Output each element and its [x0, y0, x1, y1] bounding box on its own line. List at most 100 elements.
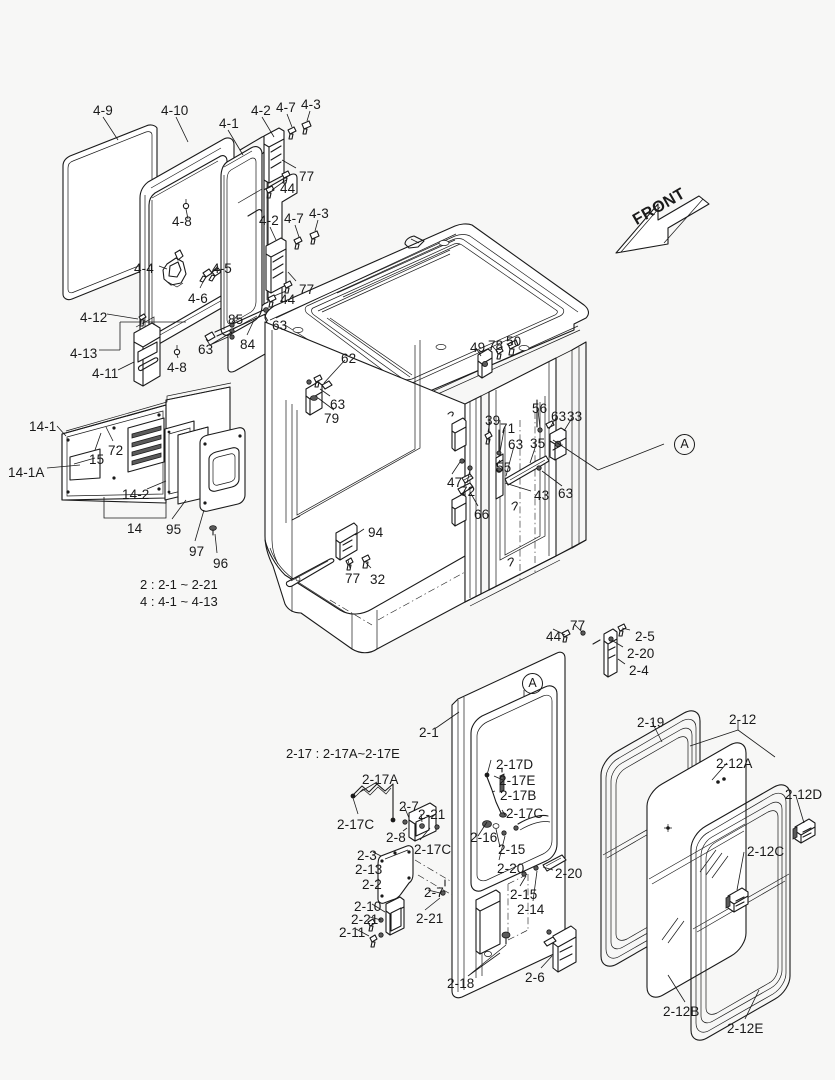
part-94-plate	[335, 522, 371, 571]
callout-44: 44	[280, 181, 296, 196]
section-marker-a-door: A	[522, 673, 543, 694]
callout-43: 43	[534, 488, 550, 503]
callout-55: 55	[496, 460, 512, 475]
callout-2-6: 2-6	[525, 970, 545, 985]
callout-2-12e: 2-12E	[727, 1021, 764, 1036]
callout-33: 33	[567, 409, 583, 424]
callout-2-7: 2-7	[424, 885, 444, 900]
part-2-7-lower	[414, 859, 453, 896]
callout-2-17b: 2-17B	[500, 788, 537, 803]
leader-lines	[46, 110, 805, 1020]
callout-77: 77	[570, 618, 586, 633]
part-97-cover	[199, 427, 246, 512]
part-2-4-bracket	[561, 623, 627, 678]
part-2-1-door	[451, 651, 577, 999]
callout-2-20: 2-20	[497, 861, 525, 876]
part-2-10-block	[367, 896, 405, 948]
part-2-8-block	[402, 802, 440, 842]
callout-4-7: 4-7	[276, 100, 296, 115]
callout-95: 95	[166, 522, 182, 537]
front-arrow	[615, 195, 710, 254]
callout-2-21: 2-21	[416, 911, 444, 926]
part-4-2-hinge-lower	[265, 230, 320, 308]
section-marker-a-right: A	[674, 434, 695, 455]
callout-77: 77	[345, 571, 361, 586]
callout-14-1: 14-1	[29, 419, 57, 434]
part-4-11-lock-assembly	[133, 313, 161, 387]
callout-14: 14	[127, 521, 143, 536]
callout-2-3: 2-3	[357, 848, 377, 863]
callout-2-13: 2-13	[355, 862, 383, 877]
callout-47: 47	[447, 475, 463, 490]
part-33-latch-group	[447, 399, 567, 567]
callout-2-4: 2-4	[629, 663, 649, 678]
callout-4-3: 4-3	[301, 97, 321, 112]
part-96-screw	[209, 525, 217, 536]
callout-4-4: 4-4	[134, 261, 154, 276]
callout-63: 63	[330, 397, 346, 412]
callout-66: 66	[474, 507, 490, 522]
callout-2-17e: 2-17E	[499, 773, 536, 788]
part-4-10-seal-frame	[139, 137, 235, 351]
callout-2-15: 2-15	[510, 887, 538, 902]
callout-4-11: 4-11	[92, 366, 119, 381]
part-84-85-rod	[204, 307, 271, 342]
callout-63: 63	[198, 342, 214, 357]
part-2-6-striker	[543, 925, 577, 973]
callout-2-14: 2-14	[517, 902, 545, 917]
part-79-latch	[305, 374, 333, 416]
callout-72: 72	[108, 443, 124, 458]
callout-2-17c: 2-17C	[506, 806, 544, 821]
callout-2-17c: 2-17C	[414, 842, 452, 857]
callout-2-1: 2-1	[419, 725, 439, 740]
callout-2-2: 2-2	[362, 877, 382, 892]
callout-77: 77	[299, 282, 315, 297]
callout-71: 71	[500, 421, 516, 436]
callout-2-17c: 2-17C	[337, 817, 375, 832]
callout-4-7: 4-7	[284, 211, 304, 226]
callout-4-9: 4-9	[93, 103, 113, 118]
part-14-2-louver	[127, 417, 165, 473]
part-4-4-latch	[162, 249, 187, 288]
callout-4-1: 4-1	[219, 116, 239, 131]
part-2-12A-glass	[646, 742, 747, 998]
callout-2-8: 2-8	[386, 830, 406, 845]
callout-2-10: 2-10	[354, 899, 382, 914]
callout-2-12b: 2-12B	[663, 1004, 700, 1019]
part-2-12D-catch	[792, 818, 816, 844]
part-2-12C-catch	[725, 887, 749, 913]
callout-63: 63	[508, 437, 524, 452]
callout-4-3: 4-3	[309, 206, 329, 221]
legend-line-1: 2 : 2-1 ~ 2-21	[140, 577, 218, 592]
part-4-2-hinge-upper	[263, 120, 312, 199]
part-4-8-clips	[173, 199, 190, 356]
bracket-14	[103, 497, 167, 519]
part-4-5-4-6-screws	[199, 267, 222, 283]
callout-63: 63	[551, 409, 567, 424]
callout-14-2: 14-2	[122, 487, 150, 502]
callout-4-10: 4-10	[161, 103, 189, 118]
callout-2-16: 2-16	[470, 830, 498, 845]
callout-2-20: 2-20	[627, 646, 655, 661]
callout-4-8: 4-8	[172, 214, 192, 229]
callout-2-17a: 2-17A	[362, 772, 399, 787]
callout-84: 84	[240, 337, 256, 352]
callout-39: 39	[485, 413, 501, 428]
callout-50: 50	[506, 334, 522, 349]
callout-2-7: 2-7	[399, 799, 419, 814]
callout-2-12c: 2-12C	[747, 844, 785, 859]
callout-72: 72	[460, 484, 476, 499]
callout-14-1a: 14-1A	[8, 465, 45, 480]
callout-4-13: 4-13	[70, 346, 98, 361]
callout-2-12: 2-12	[729, 712, 757, 727]
callout-2-18: 2-18	[447, 976, 475, 991]
callout-2-21: 2-21	[418, 807, 446, 822]
callout-4-5: 4-5	[212, 261, 232, 276]
callout-4-2: 4-2	[259, 213, 279, 228]
callout-2-20: 2-20	[555, 866, 583, 881]
callout-2-21: 2-21	[351, 912, 379, 927]
part-2-2-cover	[377, 845, 414, 904]
part-2-12E-frame	[690, 784, 791, 1041]
